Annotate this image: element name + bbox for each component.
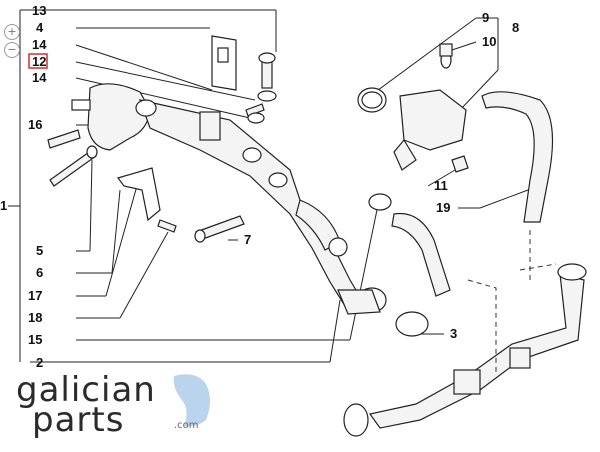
label-8: 8 xyxy=(512,20,519,35)
egr-pipe xyxy=(343,263,587,437)
zoom-in-button[interactable]: + xyxy=(4,24,20,40)
label-4: 4 xyxy=(36,20,44,35)
label-5: 5 xyxy=(36,243,43,258)
clip-bracket xyxy=(117,167,161,222)
label-9: 9 xyxy=(482,10,489,25)
zoom-out-button[interactable]: − xyxy=(4,42,20,58)
label-13: 13 xyxy=(32,3,46,18)
label-17: 17 xyxy=(28,288,42,303)
label-14-bottom: 14 xyxy=(32,70,47,85)
coolant-pipe-assembly xyxy=(71,83,387,315)
engine-outline xyxy=(467,230,557,372)
label-18: 18 xyxy=(28,310,42,325)
bolts xyxy=(47,52,277,243)
thermostat-housing xyxy=(357,43,469,173)
zoom-out-icon: − xyxy=(7,43,17,56)
zoom-in-icon: + xyxy=(7,25,17,38)
label-19: 19 xyxy=(436,200,450,215)
support-bracket xyxy=(211,35,237,91)
label-16: 16 xyxy=(28,117,42,132)
leader-lines xyxy=(30,17,529,363)
highlight-box xyxy=(28,53,48,69)
logo-suffix: .com xyxy=(174,420,199,431)
label-11: 11 xyxy=(434,178,448,193)
label-2: 2 xyxy=(36,355,43,370)
water-shape-icon xyxy=(173,374,210,427)
logo-word-2: parts xyxy=(32,400,125,440)
hose-3 xyxy=(368,193,451,337)
hose-19 xyxy=(481,91,554,223)
label-1: 1 xyxy=(0,198,7,213)
label-6: 6 xyxy=(36,265,43,280)
callout-bracket-1 xyxy=(8,9,277,362)
label-15: 15 xyxy=(28,332,42,347)
logo-word-1: galician xyxy=(16,370,156,410)
label-14-top: 14 xyxy=(32,37,47,52)
label-7: 7 xyxy=(244,232,251,247)
label-10: 10 xyxy=(482,34,496,49)
label-12: 12 xyxy=(32,54,46,69)
part-labels: 13 4 14 12 14 16 9 10 8 11 19 5 6 17 18 … xyxy=(0,3,519,370)
galicianparts-logo: galician parts .com xyxy=(16,370,216,440)
label-3: 3 xyxy=(450,326,457,341)
